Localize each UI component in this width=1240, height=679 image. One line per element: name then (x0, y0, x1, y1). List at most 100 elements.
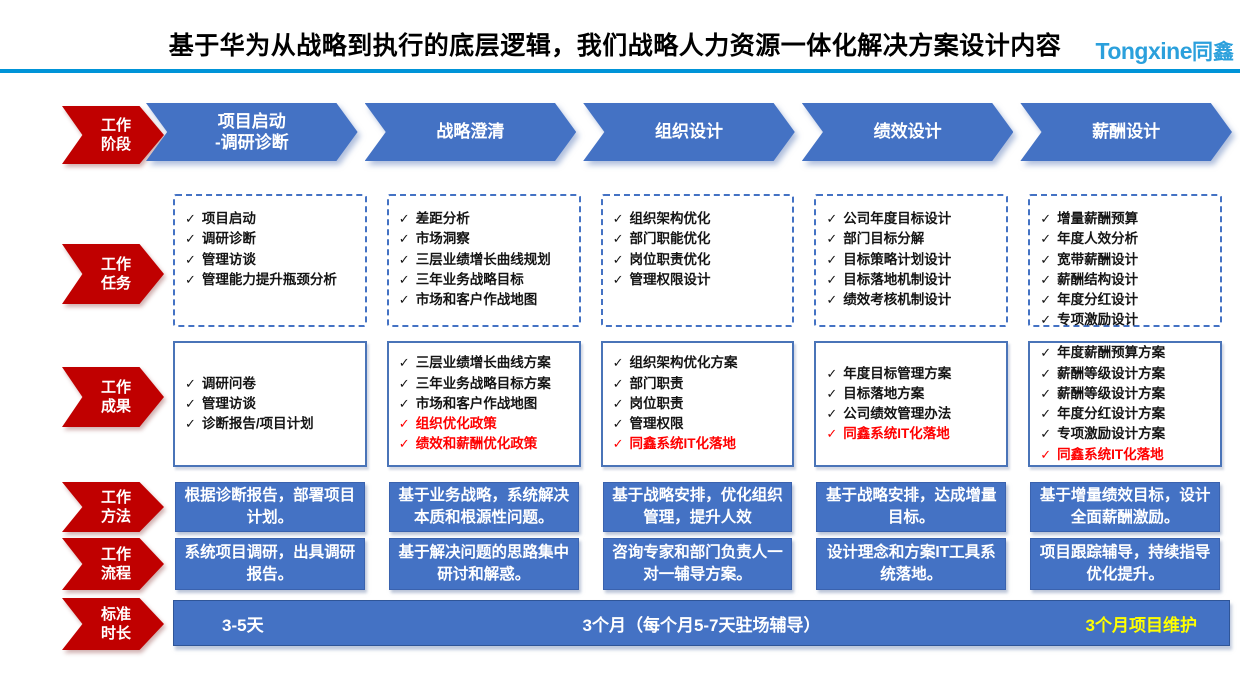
check-item: ✓年度分红设计方案 (1040, 404, 1214, 424)
check-icon: ✓ (1040, 426, 1052, 442)
stage-arrow-label: 战略澄清 (364, 103, 577, 161)
check-icon: ✓ (1040, 211, 1052, 226)
check-icon: ✓ (1040, 385, 1052, 401)
tasks-box: ✓公司年度目标设计✓部门目标分解✓目标策略计划设计✓目标落地机制设计✓绩效考核机… (814, 194, 1009, 327)
check-icon: ✓ (398, 251, 410, 267)
row-label-task: 工作 任务 (62, 244, 164, 304)
tasks-box: ✓增量薪酬预算✓年度人效分析✓宽带薪酬设计✓薪酬结构设计✓年度分红设计✓专项激励… (1028, 194, 1222, 327)
check-icon: ✓ (185, 251, 196, 267)
page-title: 基于华为从战略到执行的底层逻辑，我们战略人力资源一体化解决方案设计内容 (168, 32, 1062, 60)
check-item: ✓ 差距分析 (399, 209, 573, 229)
check-icon: ✓ (826, 426, 838, 442)
tasks-box: ✓项目启动✓调研诊断✓管理访谈✓管理能力提升瓶颈分析 (173, 194, 367, 327)
check-item: ✓绩效和薪酬优化政策 (399, 434, 573, 454)
check-icon: ✓ (185, 395, 196, 411)
process-box: 基于解决问题的思路集中研讨和解惑。 (388, 538, 579, 590)
check-icon: ✓ (1040, 345, 1052, 361)
check-icon: ✓ (1040, 312, 1052, 328)
check-item-text: 管理能力提升瓶颈分析 (201, 271, 337, 287)
stage-arrow: 组织设计 (583, 103, 795, 161)
brand-logo: Tongxine同鑫 (1095, 36, 1234, 110)
check-icon: ✓ (826, 231, 838, 247)
check-icon: ✓ (612, 251, 624, 267)
check-item: ✓市场洞察 (399, 229, 573, 249)
check-item: ✓年度人效分析 (1040, 229, 1214, 249)
check-item-text: 年度人效分析 (1057, 231, 1139, 247)
process-box: 系统项目调研，出具调研报告。 (175, 538, 365, 590)
results-box: ✓组织架构优化方案✓部门职责✓岗位职责✓管理权限✓同鑫系统IT化落地 (600, 341, 795, 467)
check-icon: ✓ (1040, 406, 1052, 421)
check-item: ✓ 三层业绩增长曲线规划 (399, 250, 573, 270)
check-icon: ✓ (826, 365, 838, 381)
check-icon: ✓ (612, 375, 624, 391)
check-item-text: 岗位职责 (629, 395, 684, 411)
check-item: ✓目标落地方案 (826, 384, 1000, 404)
process-box: 咨询专家和部门负责人一对一辅导方案。 (602, 538, 793, 590)
results-box: ✓三层业绩增长曲线方案✓三年业务战略目标方案✓市场和客户作战地图✓组织优化政策✓… (386, 341, 581, 467)
check-item-text: 三层业绩增长曲线规划 (415, 251, 551, 267)
check-item: ✓ 管理能力提升瓶颈分析 (185, 270, 359, 290)
duration-bar: 3-5天 3个月（每个月5-7天驻场辅导） 3个月项目维护 (173, 600, 1230, 646)
check-item-text: 部门职能优化 (629, 231, 711, 247)
duration-phase3: 3个月项目维护 (1085, 615, 1197, 635)
check-item-text: 组织架构优化方案 (629, 355, 738, 371)
check-item-text: 绩效和薪酬优化政策 (415, 436, 538, 452)
stage-arrow: 战略澄清 (364, 103, 577, 161)
check-item: ✓市场和客户作战地图 (399, 394, 573, 414)
check-icon: ✓ (612, 231, 624, 247)
check-item-text: 组织架构优化 (629, 211, 711, 226)
check-icon: ✓ (612, 355, 624, 371)
check-item: ✓管理权限 (613, 414, 787, 434)
logo-text-cn: 同鑫 (1192, 41, 1234, 64)
check-item-text: 三年业务战略目标 (415, 271, 524, 287)
check-item-text: 公司绩效管理办法 (843, 406, 952, 421)
check-item-text: 同鑫系统IT化落地 (843, 426, 950, 442)
check-item: ✓诊断报告/项目计划 (185, 414, 359, 434)
check-item-text: 三年业务战略目标方案 (415, 375, 551, 391)
row-label-method-text: 工作 方法 (62, 482, 164, 532)
check-item-text: 绩效考核机制设计 (843, 292, 952, 307)
check-item: ✓同鑫系统IT化落地 (1040, 445, 1214, 465)
check-icon: ✓ (612, 436, 624, 452)
row-label-process-text: 工作 流程 (62, 538, 164, 590)
results-box: ✓年度薪酬预算方案✓薪酬等级设计方案✓薪酬等级设计方案✓年度分红设计方案✓专项激… (1028, 341, 1222, 467)
method-box: 基于战略安排，达成增量目标。 (816, 482, 1007, 532)
check-item-text: 差距分析 (415, 211, 470, 226)
check-item: ✓ 岗位职责 (613, 394, 787, 414)
check-item: ✓项目启动 (185, 209, 359, 229)
method-box: 基于增量绩效目标，设计全面薪酬激励。 (1030, 482, 1220, 532)
check-icon: ✓ (1040, 292, 1052, 307)
check-item: ✓组织优化政策 (399, 414, 573, 434)
check-item: ✓公司年度目标设计 (826, 209, 1000, 229)
duration-phase2: 3个月（每个月5-7天驻场辅导） (582, 615, 821, 635)
check-item-text: 市场和客户作战地图 (415, 395, 538, 411)
tasks-row: ✓项目启动✓调研诊断✓管理访谈✓管理能力提升瓶颈分析 ✓差距分析✓市场洞察✓三层… (163, 194, 1232, 327)
check-item-text: 管理权限设计 (629, 271, 711, 287)
check-icon: ✓ (185, 416, 196, 432)
check-item-text: 三层业绩增长曲线方案 (415, 355, 551, 371)
stage-arrow-label: 绩效设计 (801, 103, 1014, 161)
check-item-text: 市场洞察 (415, 231, 470, 247)
stage-row: 项目启动 -调研诊断 战略澄清 组织设计 绩效设计 薪酬设计 (146, 103, 1232, 161)
check-item: ✓ 三年业务战略目标 (399, 270, 573, 290)
check-item: ✓ 同鑫系统IT化落地 (826, 424, 1000, 444)
check-item: ✓管理权限设计 (613, 270, 787, 290)
method-box: 基于业务战略，系统解决本质和根源性问题。 (388, 482, 579, 532)
check-item: ✓目标落地机制设计 (826, 270, 1000, 290)
check-item: ✓薪酬等级设计方案 (1040, 364, 1214, 384)
row-label-result-text: 工作 成果 (62, 367, 164, 427)
check-item: ✓薪酬等级设计方案 (1040, 384, 1214, 404)
check-icon: ✓ (185, 211, 196, 226)
check-icon: ✓ (398, 271, 410, 287)
stage-arrow-label: 组织设计 (583, 103, 795, 161)
tasks-box: ✓组织架构优化✓部门职能优化✓岗位职责优化✓管理权限设计 (600, 194, 795, 327)
check-icon: ✓ (398, 211, 410, 226)
check-icon: ✓ (612, 395, 624, 411)
check-item: ✓专项激励设计 (1040, 310, 1214, 330)
stage-arrow: 项目启动 -调研诊断 (146, 103, 358, 161)
method-row: 根据诊断报告，部署项目计划。 基于业务战略，系统解决本质和根源性问题。 基于战略… (163, 482, 1232, 532)
divider-line (0, 69, 1240, 73)
check-item: ✓ 管理访谈 (185, 250, 359, 270)
check-item-text: 管理访谈 (201, 251, 256, 267)
check-icon: ✓ (185, 271, 196, 287)
